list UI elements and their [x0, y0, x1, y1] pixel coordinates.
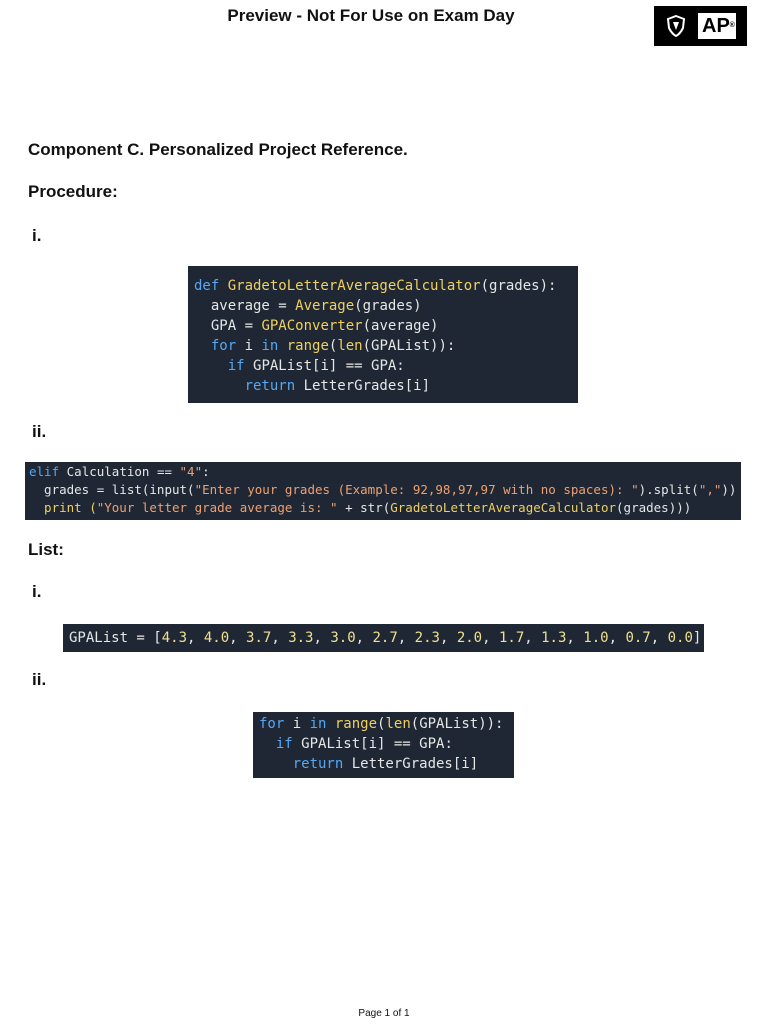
gpa-value: 4.0 — [203, 630, 230, 646]
code-line: average = Average(grades) — [194, 298, 422, 314]
gpa-value: 1.0 — [583, 630, 609, 646]
gpa-value: 3.7 — [246, 630, 272, 646]
gpa-value: 1.3 — [541, 630, 567, 646]
gpa-value: 0.0 — [667, 630, 693, 646]
list-item-ii-label: ii. — [32, 670, 47, 689]
page-footer: Page 1 of 1 — [358, 1008, 410, 1019]
gpa-value: 1.7 — [498, 630, 525, 646]
procedure-heading: Procedure: — [28, 182, 118, 201]
code-line: return LetterGrades[i] — [194, 378, 431, 394]
acorn-shield-icon — [666, 15, 686, 37]
code-line: return LetterGrades[i] — [259, 756, 479, 772]
gpa-value: 0.7 — [625, 630, 651, 646]
ap-logo: AP® — [654, 6, 747, 46]
gpa-value: 4.3 — [161, 630, 188, 646]
code-line: def GradetoLetterAverageCalculator(grade… — [194, 278, 557, 294]
code-line: GPA = GPAConverter(average) — [194, 318, 439, 334]
code-line: elif Calculation == "4": — [29, 464, 210, 479]
list-code-block-2: for i in range(len(GPAList)): if GPAList… — [253, 712, 514, 778]
code-line: GPAList = [4.3, 4.0, 3.7, 3.3, 3.0, 2.7,… — [69, 630, 702, 646]
procedure-item-i-label: i. — [32, 226, 42, 245]
ap-logo-text: AP® — [698, 13, 736, 39]
gpa-value: 3.3 — [288, 630, 314, 646]
code-line: if GPAList[i] == GPA: — [194, 358, 405, 374]
procedure-item-ii-label: ii. — [32, 422, 47, 441]
code-line: print ("Your letter grade average is: " … — [29, 500, 692, 515]
gpa-value: 2.0 — [456, 630, 483, 646]
gpa-value: 2.3 — [414, 630, 440, 646]
gpa-value: 2.7 — [372, 630, 398, 646]
section-title: Component C. Personalized Project Refere… — [28, 140, 408, 159]
gpa-value: 3.0 — [330, 630, 356, 646]
list-heading: List: — [28, 540, 64, 559]
code-line: grades = list(input("Enter your grades (… — [29, 482, 737, 497]
gpa-list-code-block: GPAList = [4.3, 4.0, 3.7, 3.3, 3.0, 2.7,… — [63, 624, 704, 652]
procedure-code-block-1: def GradetoLetterAverageCalculator(grade… — [188, 266, 578, 403]
procedure-code-block-2: elif Calculation == "4": grades = list(i… — [25, 462, 741, 520]
code-line: for i in range(len(GPAList)): — [194, 338, 456, 354]
list-item-i-label: i. — [32, 582, 42, 601]
code-line: if GPAList[i] == GPA: — [259, 736, 453, 752]
code-line: for i in range(len(GPAList)): — [259, 716, 504, 732]
page-header-title: Preview - Not For Use on Exam Day — [227, 6, 515, 25]
